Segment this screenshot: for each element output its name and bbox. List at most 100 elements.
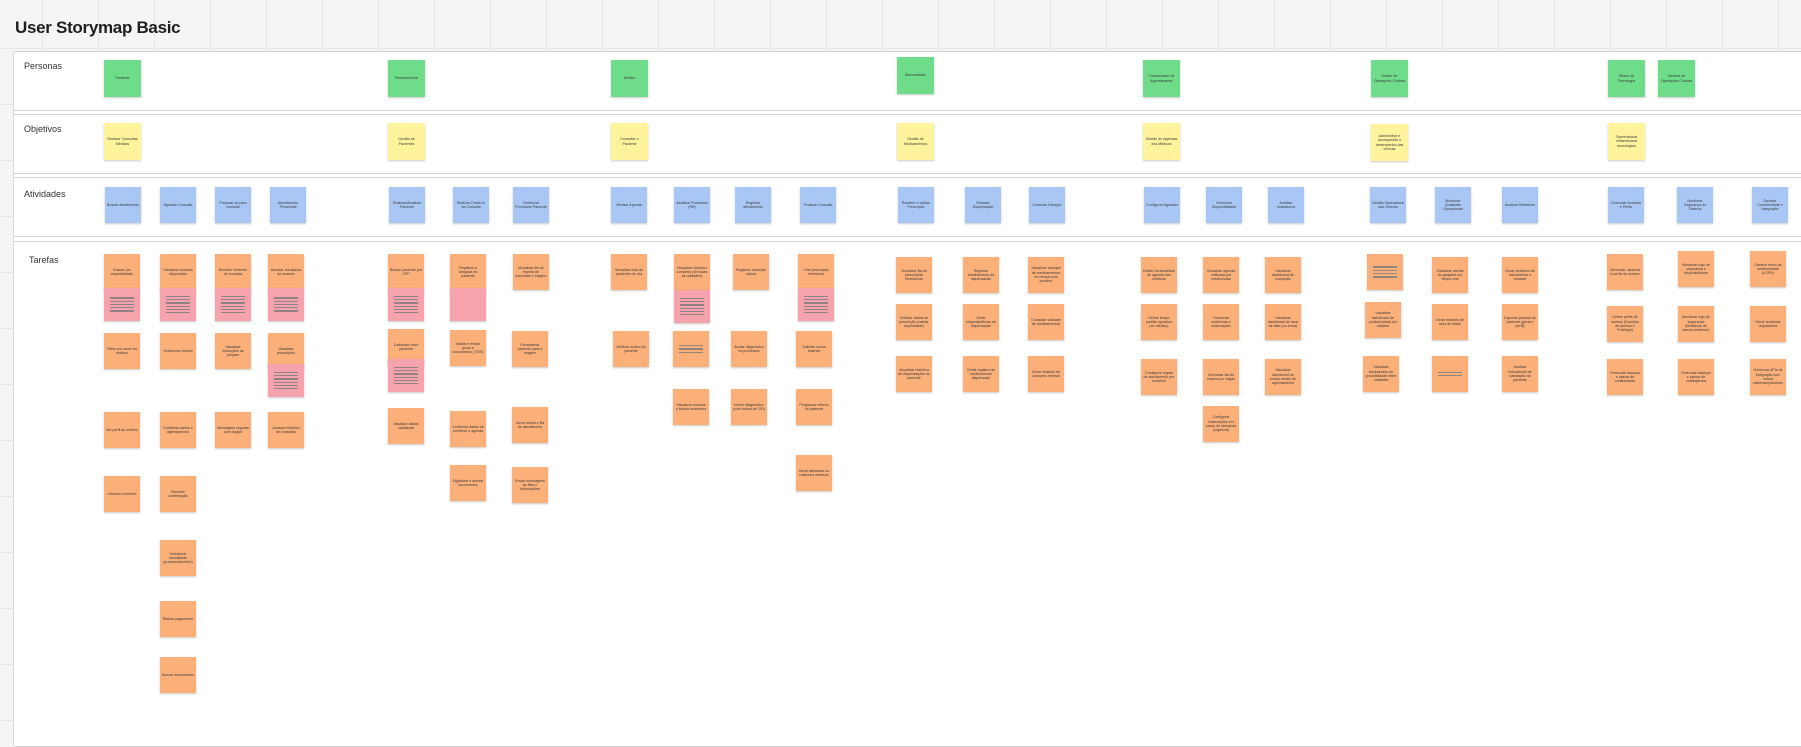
sticky-tarefa[interactable]: Gerar atestados ou relatórios médicos <box>796 455 832 491</box>
sticky-tarefa[interactable]: Gerar relatórios de faturamento e repass… <box>1502 257 1538 293</box>
sticky-persona[interactable]: Almoxarifado <box>897 57 934 94</box>
sticky-tarefa[interactable]: Digitalizar e anexar documentos <box>450 465 486 501</box>
sticky-atividade[interactable]: Analisar Indicadores <box>1268 187 1304 223</box>
sticky-tarefa[interactable]: Criar prescrição eletrônica <box>798 254 834 290</box>
sticky-tarefa[interactable]: Visualizar dashboard de taxa de falta (n… <box>1265 304 1301 340</box>
sticky-atividade[interactable]: Finalizar Consulta <box>800 187 836 223</box>
sticky-atividade[interactable]: Gerenciar Prontuário Paciente <box>513 187 549 223</box>
sticky-tarefa[interactable]: Efetuar pagamento <box>160 601 196 637</box>
sticky-tarefa[interactable]: Verificar dados de prescrição (validar d… <box>896 304 932 340</box>
sticky-persona[interactable]: Coordenador de Agendamento <box>1143 60 1180 97</box>
sticky-tarefa[interactable]: Analisar indicadores de satisfação do pa… <box>1502 356 1538 392</box>
sticky-atividade[interactable]: Garantir Conformidade e Integração <box>1752 187 1788 223</box>
sticky-tarefa[interactable]: Gerar senha e fila de atendimento <box>512 407 548 443</box>
sticky-atividade[interactable]: Buscar atendimento <box>105 187 141 223</box>
sticky-objetivo[interactable]: Gestão de Pacientes <box>388 123 425 160</box>
sticky-persona[interactable]: Gestor de Operações Clínicas <box>1371 60 1408 97</box>
sticky-atividade[interactable]: Atualizar Prontuário (RE) <box>674 187 710 223</box>
sticky-tarefa[interactable]: Visualizar fila de prescrições eletrônic… <box>896 257 932 293</box>
sticky-atividade[interactable]: Analisar Relatórios <box>1502 187 1538 223</box>
sticky-tarefa[interactable]: Gerenciar backups e planos de contingênc… <box>1678 359 1714 395</box>
sticky-tarefa[interactable]: Registrar a chegada do paciente <box>450 254 486 290</box>
sticky-tarefa[interactable]: Receber confirmação <box>160 476 196 512</box>
sticky-persona[interactable]: Médico <box>611 60 648 97</box>
sticky-tarefa[interactable]: Acessar histórico de consultas <box>268 412 304 448</box>
sticky-tarefa-detalhe[interactable] <box>673 331 709 367</box>
board-title[interactable]: User Storymap Basic <box>15 18 181 37</box>
sticky-tarefa[interactable]: Visualizar alertas de gargalos em tempo … <box>1432 257 1468 293</box>
sticky-objetivo[interactable]: Supervisionar infraestrutura tecnológica <box>1608 123 1645 160</box>
sticky-tarefa[interactable]: Confirmar dados do convênio e agenda <box>450 411 486 447</box>
sticky-tarefa[interactable]: Emitir registro de medicamento dispensad… <box>963 356 999 392</box>
sticky-tarefa-detalhe[interactable] <box>268 288 304 321</box>
sticky-tarefa[interactable]: Registrar medicamento de dispensação <box>963 257 999 293</box>
sticky-tarefa[interactable]: Gerenciar usuários e perfis de acesso <box>1607 254 1643 290</box>
sticky-tarefa[interactable]: Solicitar novos exames <box>796 331 832 367</box>
sticky-persona[interactable]: Gestora de Operações Clínicas <box>1658 60 1695 97</box>
sticky-tarefa[interactable]: Acessar resultados de exames <box>268 254 304 290</box>
sticky-tarefa[interactable]: Anexar documentos <box>160 657 196 693</box>
sticky-tarefa[interactable]: Definir tempo padrão (quantos por médico… <box>1141 304 1177 340</box>
sticky-tarefa[interactable]: Visualizar fila de espera de consultas e… <box>513 254 549 290</box>
sticky-atividade[interactable]: Agendar Consulta <box>160 187 196 223</box>
sticky-tarefa[interactable]: Ver perfil do médico <box>104 412 140 448</box>
sticky-atividade[interactable]: Realizar Dispensação <box>965 187 1001 223</box>
sticky-tarefa[interactable]: Inserir diagnóstico (com busca de CID) <box>731 389 767 425</box>
sticky-tarefa-detalhe[interactable] <box>1367 254 1403 290</box>
sticky-tarefa[interactable]: Gerar relatórios regulatórios <box>1750 306 1786 342</box>
sticky-tarefa[interactable]: Visualizar estoque de medicamentos em te… <box>1028 257 1064 293</box>
sticky-tarefa[interactable]: Monitorar logs de segurança (tentativas … <box>1678 306 1714 342</box>
sticky-tarefa[interactable]: Selecionar horário <box>160 333 196 369</box>
sticky-tarefa[interactable]: Visualizar dashboard de produtividade po… <box>1365 302 1401 338</box>
sticky-tarefa[interactable]: Visualizar exames e laudos anteriores <box>673 389 709 425</box>
sticky-tarefa[interactable]: Visualizar agenda unificada por médico/s… <box>1203 257 1239 293</box>
sticky-atividade[interactable]: Gerenciar Acessos e Perfis <box>1608 187 1644 223</box>
sticky-tarefa[interactable]: Enviar mensagens às filas e informações <box>512 467 548 503</box>
sticky-objetivo[interactable]: Consultar o Paciente <box>611 123 648 160</box>
sticky-tarefa[interactable]: Gerenciar backups e planos de continuida… <box>1607 359 1643 395</box>
sticky-atividade[interactable]: Gerenciar Disponibilidade <box>1206 187 1242 223</box>
sticky-persona[interactable]: Recepcionista <box>388 60 425 97</box>
sticky-tarefa[interactable]: Gerar relatório de consumo mensal <box>1028 356 1064 392</box>
sticky-tarefa[interactable]: Exportar jornada do paciente (geral e pe… <box>1502 304 1538 340</box>
sticky-atividade[interactable]: Receber e validar Prescrição <box>898 187 934 223</box>
sticky-tarefa[interactable]: Garantir envio de conformidade (LGPD) <box>1750 251 1786 287</box>
sticky-tarefa[interactable]: Receber lembrete de consulta <box>215 254 251 290</box>
sticky-atividade[interactable]: Registrar atendimento <box>735 187 771 223</box>
sticky-tarefa-detalhe[interactable] <box>674 290 710 323</box>
sticky-objetivo[interactable]: Gestão de Medicamentos <box>897 123 934 160</box>
sticky-tarefa-detalhe[interactable] <box>1432 356 1468 392</box>
sticky-atividade[interactable]: Gestão Operacional das Clínicas <box>1370 187 1406 223</box>
sticky-tarefa-detalhe[interactable] <box>160 288 196 321</box>
sticky-atividade[interactable]: Controlar Estoque <box>1029 187 1065 223</box>
sticky-tarefa[interactable]: Definir horários/dias de agenda dos médi… <box>1141 257 1177 293</box>
sticky-tarefa[interactable]: Visualizar comparativo de produtividade … <box>1363 356 1399 392</box>
sticky-persona[interactable]: Paciente <box>104 60 141 97</box>
sticky-objetivo[interactable]: Gestão de Agendas dos Médicos <box>1143 123 1180 160</box>
sticky-tarefa[interactable]: Mensagem seguras com equipe <box>215 412 251 448</box>
sticky-atividade[interactable]: Monitorar Qualidade Operacional <box>1435 187 1471 223</box>
sticky-tarefa-detalhe[interactable] <box>215 288 251 321</box>
sticky-tarefa[interactable]: Gerar etiquetas/fichas de dispensação <box>963 304 999 340</box>
sticky-tarefa[interactable]: Gerenciar APIs de integração com outros … <box>1750 359 1786 395</box>
sticky-persona[interactable]: Gestor de Tecnologia <box>1608 60 1645 97</box>
sticky-tarefa[interactable]: Gerenciar fila de espera por vagas <box>1203 359 1239 395</box>
sticky-objetivo[interactable]: Administrar e acompanhar o desempenho da… <box>1371 124 1408 161</box>
sticky-tarefa[interactable]: Visualizar instruções de preparo <box>215 333 251 369</box>
sticky-tarefa[interactable]: Confirmar dados e agendamento <box>160 412 196 448</box>
sticky-tarefa[interactable]: Selecionar modalidade (presencial/online… <box>160 540 196 576</box>
sticky-tarefa[interactable]: Atualizar dados cadastrais <box>388 408 424 444</box>
sticky-tarefa[interactable]: Visualizar horários disponíveis <box>160 254 196 290</box>
sticky-tarefa[interactable]: Configurar regras de atendimento por con… <box>1141 359 1177 395</box>
sticky-tarefa[interactable]: Visualizar histórico completo (de todas … <box>674 254 710 290</box>
sticky-tarefa[interactable]: Visualizar lista de pacientes do dia <box>611 254 647 290</box>
sticky-tarefa[interactable]: Verificar motivo do paciente <box>613 331 649 367</box>
sticky-atividade[interactable]: Atendimento Presencial <box>270 187 306 223</box>
sticky-tarefa[interactable]: Anotar diagnóstico no prontuário <box>731 331 767 367</box>
sticky-tarefa-destaque[interactable] <box>450 288 486 321</box>
sticky-tarefa[interactable]: Validar e enviar guias e documentos (TIS… <box>450 330 486 366</box>
sticky-tarefa[interactable]: Visualizar dashboard de tempo médio de a… <box>1265 359 1301 395</box>
sticky-tarefa[interactable]: Definir perfis de acesso (Funções de Ace… <box>1607 306 1643 342</box>
sticky-tarefa[interactable]: Monitorar logs de segurança e disponibil… <box>1678 251 1714 287</box>
sticky-tarefa[interactable]: Informar convênio <box>104 476 140 512</box>
